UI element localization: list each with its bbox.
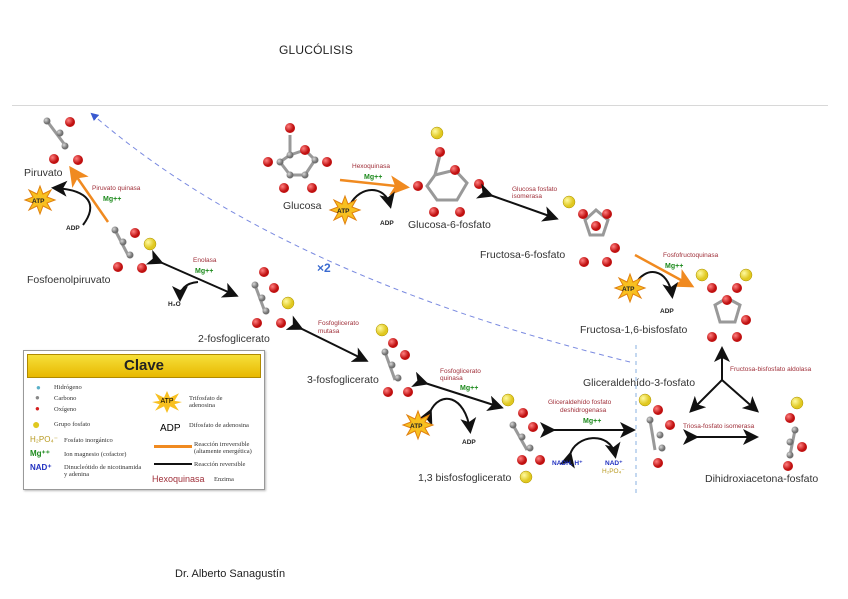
pk-mg-label: Mg++ (103, 196, 121, 203)
legend-symbol-mg: Mg⁺⁺ (30, 449, 50, 458)
gapdh-enzyme-label-2: deshidrogenasa (560, 407, 607, 414)
legend-title: Clave (27, 354, 261, 378)
pgm-reversible-arrow (285, 315, 369, 362)
aldolase-enzyme-label: Fructosa-bisfosfato aldolasa (730, 366, 812, 373)
2-phosphoglycerate-molecule (251, 267, 295, 328)
pfk-mg-label: Mg++ (665, 263, 683, 270)
pk-enzyme-label: Piruvato quinasa (92, 185, 141, 192)
pfk-enzyme-label: Fosfofructoquinasa (663, 252, 719, 259)
legend-item-irreversible: Reacción irreversible (altamente energét… (194, 441, 252, 455)
pk-atp-label: ATP (32, 198, 45, 205)
legend-item-nad: Dinucleótido de nicotinamida y adenina (64, 464, 142, 478)
gapdh-nadh-label: NADH, H⁺ (552, 460, 583, 467)
pyruvate-label: Piruvato (24, 167, 63, 179)
bpg13-label: 1,3 bisfosfoglicerato (418, 472, 512, 484)
legend-item-carbon: Carbono (54, 395, 77, 402)
glucose-label: Glucosa (283, 200, 322, 212)
author-credit: Dr. Alberto Sanagustín (175, 568, 286, 580)
pfk-irreversible-arrow (634, 253, 695, 288)
legend-item-atp: Trifosfato de adenosina (189, 395, 223, 409)
phosphoenolpyruvate-molecule (111, 226, 157, 273)
dhap-label: Dihidroxiacetona-fosfato (705, 473, 818, 485)
enolase-mg-label: Mg++ (195, 268, 213, 275)
legend-item-magnesium: Ion magnesio (cofactor) (64, 451, 127, 458)
fructose-1-6-bisphosphate-molecule (695, 268, 753, 342)
pgm-enzyme-label-2: mutasa (318, 328, 340, 335)
legend-item-oxygen: Oxígeno (54, 406, 77, 413)
gpi-enzyme-label-2: isomerasa (512, 193, 542, 200)
hexokinase-atp-label: ATP (337, 208, 350, 215)
gpi-enzyme-label-1: Glucosa fosfato (512, 186, 558, 193)
f16bp-label: Fructosa-1,6-bisfosfato (580, 324, 688, 336)
header-divider (12, 105, 828, 106)
pgk-mg-label: Mg++ (460, 385, 478, 392)
gap-label: Gliceraldehído-3-fosfato (583, 377, 695, 389)
tpi-enzyme-label: Triosa-fosfato isomerasa (683, 423, 755, 430)
legend-item-enzyme: Enzima (214, 476, 234, 483)
hexokinase-mg-label: Mg++ (364, 174, 382, 181)
dihydroxyacetone-phosphate-molecule (783, 396, 807, 471)
legend-item-phosphate-group: Grupo fosfato (54, 421, 91, 428)
hexokinase-adp-label: ADP (380, 220, 394, 227)
carbon-icon: ● (35, 393, 40, 402)
legend-item-adp: Difosfato de adenosina (189, 422, 249, 429)
pgk-adp-label: ADP (462, 439, 476, 446)
gapdh-pi-label: H₂PO₄⁻ (602, 468, 625, 475)
phosphate-group-icon: ● (32, 416, 41, 432)
hexokinase-enzyme-label: Hexoquinasa (352, 163, 390, 170)
legend-item-reversible: Reacción reversible (194, 461, 246, 468)
legend-item-inorganic-phosphate: Fosfato inorgánico (64, 437, 113, 444)
gapdh-mg-label: Mg++ (583, 418, 601, 425)
legend-symbol-enzyme: Hexoquinasa (152, 474, 205, 484)
pk-irreversible-arrow (69, 165, 110, 223)
hexokinase-irreversible-arrow (339, 175, 410, 196)
glucose-6-phosphate-molecule (413, 126, 484, 217)
pgk-enzyme-label-2: quinasa (440, 375, 463, 382)
pyruvate-molecule (43, 117, 83, 165)
reversible-arrow-icon (154, 463, 192, 465)
glucose-molecule (263, 123, 332, 193)
pep-label: Fosfoenolpiruvato (27, 274, 111, 286)
pg3-label: 3-fosfoglicerato (307, 374, 379, 386)
fructose-6-phosphate-molecule (562, 195, 620, 267)
pgk-atp-label: ATP (410, 423, 423, 430)
pgm-enzyme-label-1: Fosfoglicerato (318, 320, 359, 327)
irreversible-arrow-icon (154, 445, 192, 448)
atp-icon: ATP (152, 391, 182, 413)
enolase-enzyme-label: Enolasa (193, 257, 217, 264)
legend-symbol-adp: ADP (160, 423, 181, 434)
x2-dashed-curve (90, 112, 631, 363)
f6p-label: Fructosa-6-fosfato (480, 249, 565, 261)
x2-label: ×2 (317, 261, 331, 275)
pfk-adp-label: ADP (660, 308, 674, 315)
pk-adp-label: ADP (66, 225, 80, 232)
gapdh-nad-label: NAD⁺ (605, 460, 623, 467)
legend-symbol-pi: H₂PO₄⁻ (30, 435, 58, 444)
enolase-reversible-arrow (145, 249, 239, 298)
page-title: GLUCÓLISIS (279, 43, 354, 57)
pgk-reversible-arrow (411, 371, 504, 411)
3-phosphoglycerate-molecule (375, 323, 413, 397)
enolase-h2o-label: H₂O (168, 301, 181, 308)
legend-item-hydrogen: Hidrógeno (54, 384, 82, 391)
legend-box: Clave ● Hidrógeno ● Carbono ● Oxígeno ● … (23, 350, 265, 490)
legend-symbol-nad: NAD⁺ (30, 463, 52, 472)
hydrogen-icon: ● (36, 383, 41, 392)
glyceraldehyde-3-phosphate-molecule (638, 393, 675, 468)
gapdh-enzyme-label-1: Gliceraldehído fosfato (548, 399, 612, 406)
pgk-enzyme-label-1: Fosfoglicerato (440, 368, 481, 375)
pfk-atp-label: ATP (622, 286, 635, 293)
g6p-label: Glucosa-6-fosfato (408, 219, 491, 231)
gpi-reversible-arrow (476, 183, 559, 222)
1-3-bisphosphoglycerate-molecule (501, 393, 545, 484)
pg2-label: 2-fosfoglicerato (198, 333, 270, 345)
oxygen-icon: ● (35, 404, 40, 413)
